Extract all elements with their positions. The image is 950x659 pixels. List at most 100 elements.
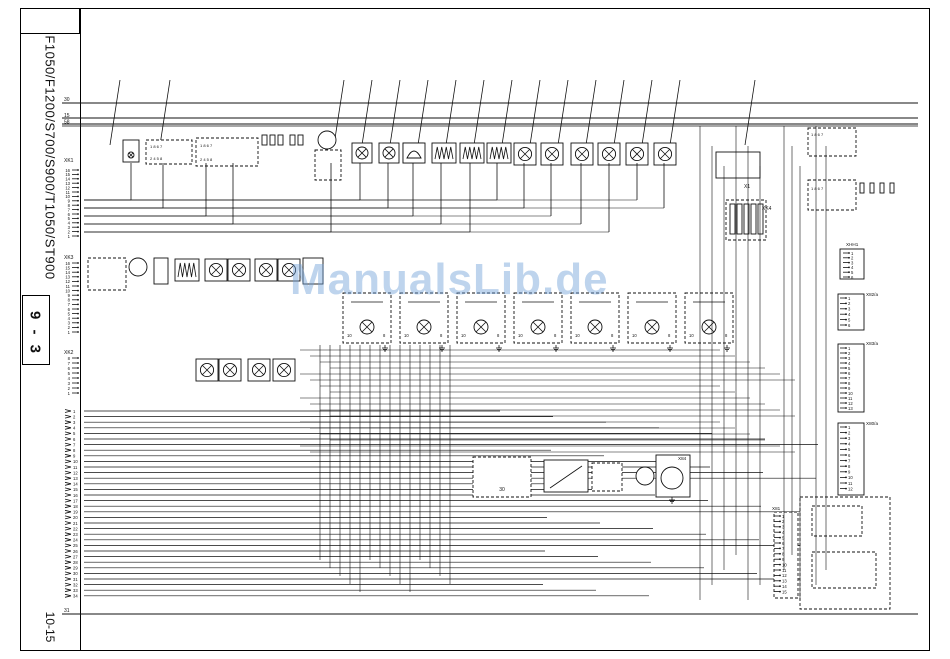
pin-label: 8 bbox=[68, 356, 71, 361]
pin-dot bbox=[779, 536, 781, 539]
module-pin-label: 8 bbox=[725, 333, 728, 338]
switch-module-6 bbox=[684, 292, 734, 344]
switch-sub-1 bbox=[811, 505, 863, 537]
harness-chevron bbox=[64, 433, 72, 436]
pin-label: 10 bbox=[848, 475, 853, 480]
pin-label: 5 bbox=[851, 270, 854, 275]
fuse-stub bbox=[889, 182, 895, 194]
pin-label: 11 bbox=[66, 190, 71, 195]
pin-label: 14 bbox=[782, 584, 787, 589]
pressure-switch-box bbox=[543, 459, 589, 493]
harness-chevron bbox=[64, 578, 72, 581]
lamp-cross bbox=[234, 265, 244, 275]
pin-label: 3 bbox=[68, 321, 71, 326]
harness-chevron bbox=[64, 533, 72, 537]
fuse-stub bbox=[289, 134, 296, 146]
pin-dot bbox=[845, 347, 847, 349]
pin-dot bbox=[845, 318, 847, 321]
harness-chevron bbox=[64, 494, 72, 497]
xhh1-box bbox=[839, 248, 865, 280]
pin-label: 2 bbox=[68, 325, 71, 330]
harness-chevron bbox=[64, 517, 72, 520]
harness-chevron bbox=[64, 483, 72, 486]
pin-label: 7 bbox=[68, 361, 71, 366]
pin-label: 4 bbox=[848, 442, 851, 447]
pin-label: 7 bbox=[782, 546, 785, 551]
pin-label: 10 bbox=[65, 288, 70, 293]
pin-label: 12 bbox=[65, 279, 70, 284]
callout-leader bbox=[557, 79, 569, 146]
diode-module bbox=[87, 257, 127, 291]
pin-dot bbox=[779, 585, 781, 588]
harness-chevron bbox=[64, 545, 72, 548]
callout-leader bbox=[389, 79, 401, 146]
harness-pin-label: 8 bbox=[73, 448, 76, 453]
pin-dot bbox=[845, 437, 847, 440]
pin-dot bbox=[77, 208, 79, 211]
pin-dot bbox=[77, 326, 79, 329]
pin-label: 6 bbox=[68, 307, 71, 312]
gauge-connector-box bbox=[314, 149, 342, 181]
harness-pin-label: 3 bbox=[73, 420, 76, 425]
pin-label: 3 bbox=[68, 225, 71, 230]
harness-chevron bbox=[64, 550, 72, 553]
pin-dot bbox=[77, 285, 79, 287]
pin-dot bbox=[779, 525, 781, 528]
watermark: ManualsLib.de bbox=[290, 255, 609, 304]
pin-label: 3 bbox=[848, 307, 851, 312]
pin-dot bbox=[77, 204, 79, 207]
harness-pin-label: 4 bbox=[73, 426, 76, 431]
harness-chevron bbox=[64, 504, 72, 507]
lamp-cross bbox=[384, 148, 394, 158]
lamp-cross bbox=[225, 365, 235, 375]
pin-label: 7 bbox=[848, 458, 851, 463]
harness-chevron bbox=[64, 431, 72, 434]
relay-pin-label: 1 8 6 7 bbox=[150, 144, 163, 149]
harness-chevron bbox=[64, 584, 72, 587]
harness-chevron bbox=[64, 515, 72, 518]
pin-label: 1 bbox=[848, 346, 851, 351]
relay-r2-box bbox=[807, 179, 857, 211]
harness-chevron bbox=[64, 477, 72, 481]
harness-pin-label: 26 bbox=[73, 549, 78, 554]
lamp-cross bbox=[547, 149, 557, 159]
pin-label: 2 bbox=[68, 229, 71, 234]
fuse-element bbox=[729, 203, 736, 235]
callout-leader bbox=[641, 79, 653, 146]
pin-label: 5 bbox=[848, 366, 851, 371]
callout-leader bbox=[159, 79, 171, 146]
harness-pin-label: 12 bbox=[73, 470, 78, 475]
harness-chevron bbox=[64, 561, 72, 565]
pin-label: 3 bbox=[851, 260, 854, 265]
pin-label: 11 bbox=[848, 481, 853, 486]
pin-dot bbox=[845, 470, 847, 473]
sensor-box bbox=[153, 257, 169, 285]
lamp-cross bbox=[475, 321, 487, 333]
pin-dot bbox=[77, 266, 79, 269]
switch-sub-2 bbox=[811, 551, 877, 589]
harness-chevron bbox=[64, 577, 72, 580]
pin-label: 3 bbox=[782, 525, 785, 530]
page-number-box bbox=[22, 295, 50, 365]
pin-dot bbox=[848, 256, 850, 259]
fuse-stub bbox=[869, 182, 875, 194]
lamp-cross bbox=[128, 152, 134, 158]
harness-pin-label: 7 bbox=[73, 442, 76, 447]
pin-label: 2 bbox=[851, 256, 854, 261]
pin-label: 1 bbox=[851, 251, 854, 256]
harness-pin-label: 18 bbox=[73, 504, 78, 509]
pin-dot bbox=[845, 302, 847, 305]
harness-chevron bbox=[64, 556, 72, 559]
x81-box bbox=[773, 511, 799, 599]
harness-pin-label: 14 bbox=[73, 482, 78, 487]
lamp-cross bbox=[577, 149, 587, 159]
harness-pin-label: 21 bbox=[73, 521, 78, 526]
pin-dot bbox=[77, 195, 79, 198]
harness-chevron bbox=[64, 410, 72, 413]
callout-leader bbox=[501, 79, 513, 146]
pin-dot bbox=[779, 579, 781, 582]
harness-chevron bbox=[64, 489, 72, 492]
harness-chevron bbox=[64, 437, 72, 440]
pin-label: 4 bbox=[848, 312, 851, 317]
pin-dot bbox=[779, 552, 781, 555]
